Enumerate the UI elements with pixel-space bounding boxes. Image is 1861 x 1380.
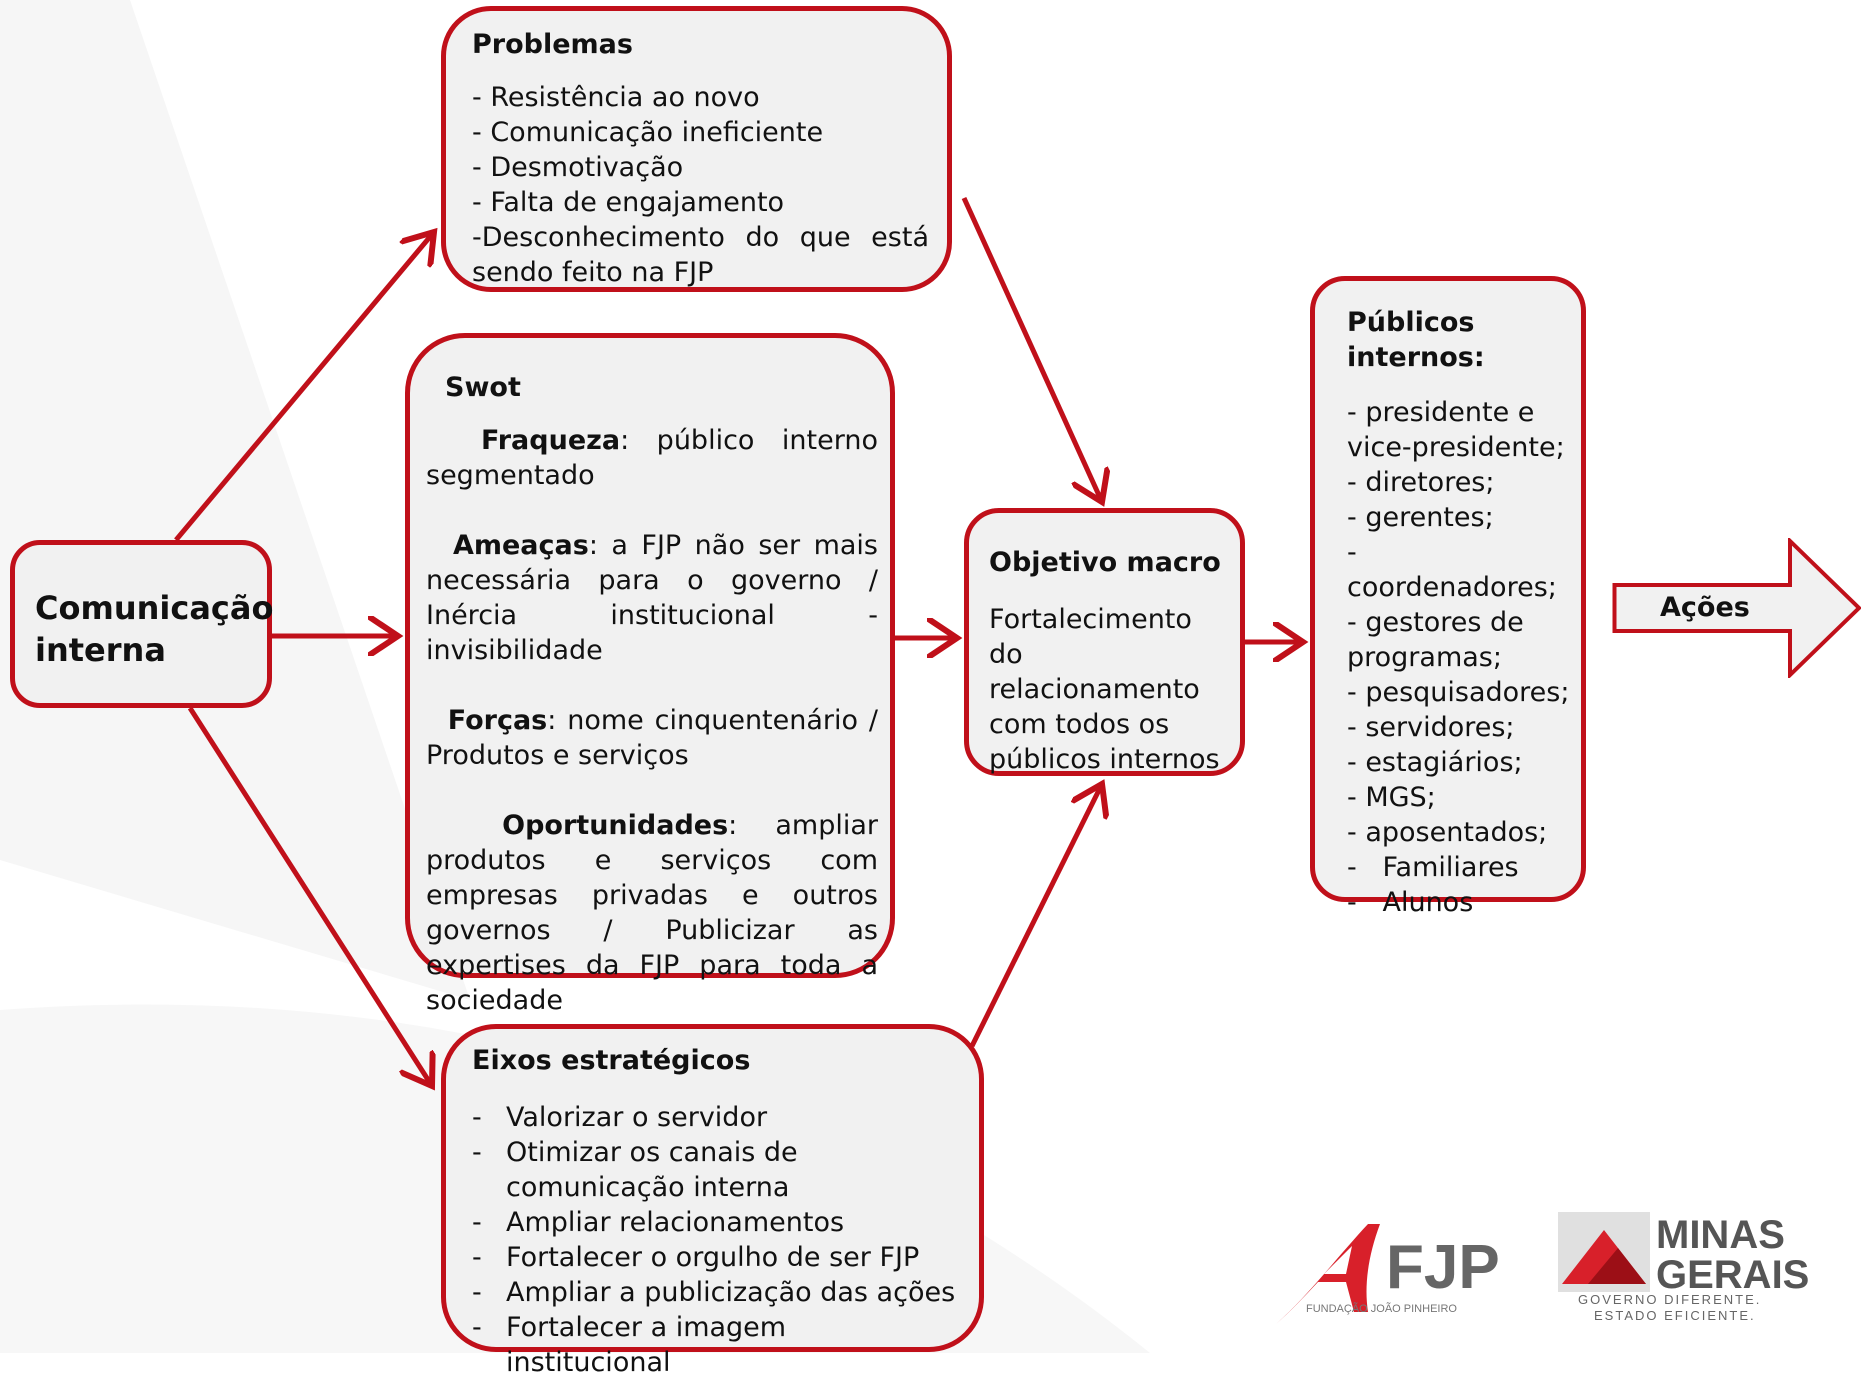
objetivo-title: Objetivo macro — [989, 547, 1221, 578]
acoes-arrow-shape — [1612, 538, 1861, 678]
swot-fraqueza-label: Fraqueza — [481, 425, 621, 456]
list-item: - estagiários; — [1347, 747, 1523, 778]
list-item: - gestores de — [1347, 607, 1524, 638]
objetivo-line: relacionamento — [989, 674, 1200, 705]
swot-fraqueza: Fraqueza: público interno segmentado — [426, 423, 878, 493]
acoes-label: Ações — [1660, 592, 1750, 623]
problemas-box: Problemas - Resistência ao novo - Comuni… — [441, 6, 952, 292]
swot-oportunidades: Oportunidades: ampliar produtos e serviç… — [426, 808, 878, 1018]
eixos-list: Valorizar o servidor Otimizar os canais … — [472, 1100, 959, 1380]
list-item: - gerentes; — [1347, 502, 1494, 533]
list-item: - aposentados; — [1347, 817, 1548, 848]
swot-forcas-label: Forças — [447, 705, 548, 736]
swot-forcas: Forças: nome cinquentenário / Produtos e… — [426, 703, 878, 773]
fjp-logo-subtitle: FUNDAÇÃO JOÃO PINHEIRO — [1306, 1302, 1457, 1315]
problemas-list: - Resistência ao novo - Comunicação inef… — [472, 80, 929, 290]
list-item: - Familiares — [1347, 852, 1519, 883]
mg-logo-tagline2: ESTADO EFICIENTE. — [1594, 1308, 1756, 1323]
publicos-list: - presidente e vice-presidente; - direto… — [1347, 395, 1573, 920]
list-item: - MGS; — [1347, 782, 1436, 813]
publicos-title-line2: internos: — [1347, 342, 1485, 373]
list-item: vice-presidente; — [1347, 432, 1565, 463]
swot-ameacas: Ameaças: a FJP não ser mais necessária p… — [426, 528, 878, 668]
comunicacao-title-line2: interna — [35, 631, 166, 669]
publicos-internos-box: Públicos internos: - presidente e vice-p… — [1310, 276, 1586, 918]
mg-logo-line2: GERAIS — [1656, 1253, 1809, 1297]
eixos-title: Eixos estratégicos — [472, 1045, 751, 1076]
list-item: - presidente e — [1347, 397, 1535, 428]
list-item: - Resistência ao novo — [472, 82, 760, 113]
list-item: Ampliar relacionamentos — [472, 1205, 959, 1240]
list-item: Otimizar os canais de comunicação intern… — [472, 1135, 959, 1205]
publicos-title: Públicos internos: — [1347, 305, 1573, 375]
list-item: -Desconhecimento do que está sendo feito… — [472, 222, 929, 288]
list-item: programas; — [1347, 642, 1502, 673]
arrow-comm-to-problemas — [174, 232, 434, 542]
list-item: Ampliar a publicização das ações — [472, 1275, 959, 1310]
fjp-logo: FJP FUNDAÇÃO JOÃO PINHEIRO — [1276, 1224, 1498, 1324]
list-item: - coordenadores; — [1347, 537, 1557, 603]
objetivo-line: com todos os — [989, 709, 1170, 740]
swot-oportunidades-text: : ampliar produtos e serviços com empres… — [426, 810, 878, 1016]
arrow-problemas-to-objetivo — [961, 196, 1102, 502]
swot-fraqueza-text: : público interno segmentado — [426, 425, 879, 491]
swot-oportunidades-label: Oportunidades — [502, 810, 729, 841]
arrow-comm-to-eixos — [187, 706, 432, 1086]
list-item: Fortalecer o orgulho de ser FJP — [472, 1240, 959, 1275]
mg-logo-tagline1: GOVERNO DIFERENTE. — [1578, 1292, 1761, 1307]
list-item: - Comunicação ineficiente — [472, 117, 824, 148]
swot-ameacas-text: : a FJP não ser mais necessária para o g… — [426, 530, 879, 666]
problemas-title: Problemas — [472, 29, 633, 60]
swot-forcas-text: : nome cinquentenário / Produtos e servi… — [426, 705, 878, 771]
swot-ameacas-label: Ameaças — [452, 530, 589, 561]
objetivo-line: Fortalecimento do — [989, 604, 1192, 670]
list-item: - pesquisadores; — [1347, 677, 1570, 708]
publicos-title-line1: Públicos — [1347, 307, 1475, 338]
fjp-logo-text: FJP — [1386, 1233, 1498, 1302]
eixos-estrategicos-box: Eixos estratégicos Valorizar o servidor … — [441, 1024, 984, 1378]
comunicacao-interna-box: Comunicação interna — [10, 540, 274, 708]
list-item: - Alunos — [1347, 887, 1474, 918]
mg-logo-line1: MINAS — [1656, 1213, 1785, 1257]
objetivo-line: públicos internos — [989, 744, 1220, 775]
list-item: Valorizar o servidor — [472, 1100, 959, 1135]
list-item: - Desmotivação — [472, 152, 684, 183]
list-item: - servidores; — [1347, 712, 1515, 743]
list-item: - diretores; — [1347, 467, 1495, 498]
comunicacao-title-line1: Comunicação — [35, 589, 274, 627]
swot-box: Swot Fraqueza: público interno segmentad… — [405, 333, 895, 1016]
list-item: - Falta de engajamento — [472, 187, 785, 218]
swot-title: Swot — [445, 372, 521, 403]
list-item: Fortalecer a imagem institucional — [472, 1310, 959, 1380]
minas-gerais-logo: MINAS GERAIS GOVERNO DIFERENTE. ESTADO E… — [1558, 1212, 1809, 1323]
arrow-eixos-to-objetivo — [969, 784, 1102, 1048]
objetivo-macro-box: Objetivo macro Fortalecimento do relacio… — [964, 508, 1245, 776]
